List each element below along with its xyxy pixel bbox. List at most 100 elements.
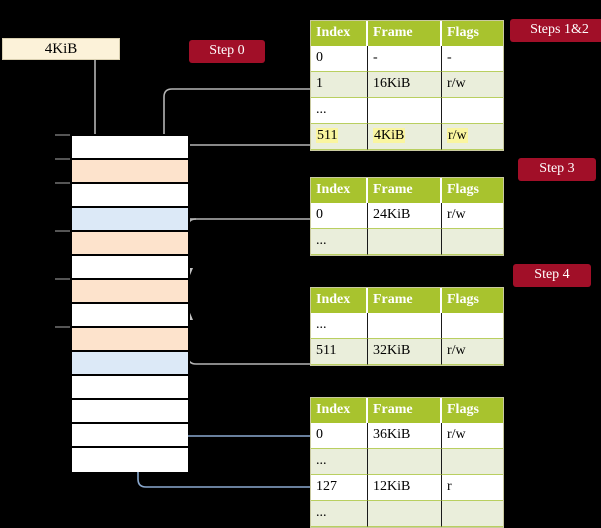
table-cell: r (442, 475, 503, 501)
column-header-index: Index (311, 178, 368, 203)
table-cell: 0 (311, 46, 368, 72)
column-header-index: Index (311, 288, 368, 313)
table-cell: r/w (442, 203, 503, 229)
table-row: ... (311, 449, 503, 475)
table-row: ... (311, 229, 503, 255)
table-cell: r/w (442, 124, 503, 150)
memory-frame-row (72, 448, 188, 472)
table-cell (368, 501, 442, 527)
table-cell: 511 (311, 124, 368, 150)
column-header-frame: Frame (368, 398, 442, 423)
table-cell (368, 229, 442, 255)
table-cell: r/w (442, 339, 503, 365)
source-frame-box: 4KiB (2, 38, 120, 60)
table-cell: 24KiB (368, 203, 442, 229)
badge-step-4: Step 4 (513, 264, 591, 287)
table-cell (442, 313, 503, 339)
memory-frame-row (72, 376, 188, 400)
memory-frame-row (72, 280, 188, 304)
memory-frame-row (72, 424, 188, 448)
table-cell: 16KiB (368, 72, 442, 98)
table-cell: 32KiB (368, 339, 442, 365)
highlighted-value: r/w (447, 128, 468, 143)
table-cell: r/w (442, 423, 503, 449)
column-header-index: Index (311, 398, 368, 423)
memory-frame-row (72, 136, 188, 160)
table-row: ... (311, 501, 503, 527)
highlighted-value: 4KiB (373, 128, 406, 143)
highlighted-value: 511 (316, 128, 339, 143)
memory-tick (55, 158, 70, 160)
memory-tick (55, 134, 70, 136)
table-cell: 1 (311, 72, 368, 98)
badge-step-3-label: Step 3 (539, 161, 575, 176)
memory-frame-row (72, 232, 188, 256)
table-cell: 0 (311, 423, 368, 449)
memory-tick (55, 326, 70, 328)
table-cell: 4KiB (368, 124, 442, 150)
table-cell: 0 (311, 203, 368, 229)
badge-step-0-label: Step 0 (209, 43, 245, 58)
badge-steps-1-2-label: Steps 1&2 (530, 22, 589, 37)
table-cell: ... (311, 313, 368, 339)
column-header-frame: Frame (368, 178, 442, 203)
table-cell (442, 501, 503, 527)
table-cell: ... (311, 98, 368, 124)
table-row: ... (311, 313, 503, 339)
badge-steps-1-2: Steps 1&2 (510, 19, 601, 42)
table-cell: r/w (442, 72, 503, 98)
table-cell (442, 449, 503, 475)
badge-step-0: Step 0 (189, 40, 265, 63)
table-cell (368, 313, 442, 339)
table-cell: - (442, 46, 503, 72)
table-cell (368, 98, 442, 124)
memory-tick (55, 182, 70, 184)
memory-frame-row (72, 208, 188, 232)
memory-frame-row (72, 256, 188, 280)
badge-step-4-label: Step 4 (534, 267, 570, 282)
column-header-frame: Frame (368, 288, 442, 313)
physical-memory-column (70, 134, 190, 472)
table-cell (442, 98, 503, 124)
column-header-flags: Flags (442, 21, 503, 46)
memory-tick (55, 278, 70, 280)
table-cell (368, 449, 442, 475)
table-row: 0-- (311, 46, 503, 72)
table-cell: ... (311, 501, 368, 527)
table-cell (442, 229, 503, 255)
badge-step-3: Step 3 (518, 158, 596, 181)
table-cell: ... (311, 449, 368, 475)
column-header-flags: Flags (442, 178, 503, 203)
column-header-index: Index (311, 21, 368, 46)
column-header-flags: Flags (442, 398, 503, 423)
memory-frame-row (72, 304, 188, 328)
memory-tick (55, 230, 70, 232)
memory-frame-row (72, 184, 188, 208)
table-cell: ... (311, 229, 368, 255)
column-header-frame: Frame (368, 21, 442, 46)
memory-frame-row (72, 328, 188, 352)
table-cell: 511 (311, 339, 368, 365)
table-cell: - (368, 46, 442, 72)
memory-frame-row (72, 352, 188, 376)
source-frame-label: 4KiB (44, 41, 78, 57)
column-header-flags: Flags (442, 288, 503, 313)
memory-frame-row (72, 160, 188, 184)
memory-frame-row (72, 400, 188, 424)
table-cell: 127 (311, 475, 368, 501)
table-row: ... (311, 98, 503, 124)
